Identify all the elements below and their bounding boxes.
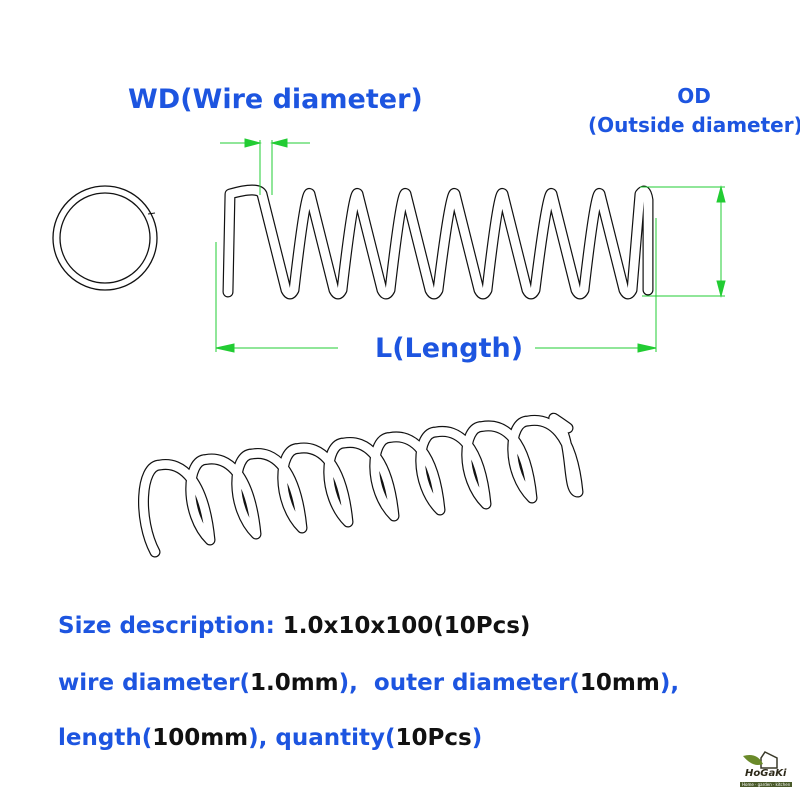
spring-perspective-view xyxy=(138,412,584,558)
quantity-close: ) xyxy=(471,725,483,751)
wire-outer-diameter-line: wire diameter(1.0mm), outer diameter(10m… xyxy=(58,670,679,696)
outer-value: 10mm xyxy=(579,670,660,696)
length-spec-label: length( xyxy=(58,725,153,751)
outer-label: outer diameter( xyxy=(357,670,580,696)
spring-end-view xyxy=(52,185,158,291)
od-long: (Outside diameter) xyxy=(588,113,800,137)
quantity-label: quantity( xyxy=(275,725,396,751)
side-spring-coil xyxy=(223,185,653,299)
outside-diameter-label: OD (Outside diameter) xyxy=(588,82,800,140)
brand-logo xyxy=(735,748,799,796)
size-description: Size description: 1.0x10x100(10Pcs) xyxy=(58,613,530,639)
dimension-lines xyxy=(215,138,726,353)
perspective-spring-coil xyxy=(139,413,583,557)
od-short: OD xyxy=(677,84,711,108)
wire-label: wire diameter( xyxy=(58,670,250,696)
brand-tagline: Home · garden · kitchen xyxy=(740,782,793,787)
length-label: L(Length) xyxy=(375,333,524,364)
house-leaf-icon xyxy=(743,751,778,769)
size-value: 1.0x10x100(10Pcs) xyxy=(274,613,531,639)
brand-name: HoGaKi xyxy=(745,768,787,779)
wire-close: ), xyxy=(338,670,358,696)
quantity-value: 10Pcs xyxy=(395,725,472,751)
length-close: ), xyxy=(248,725,276,751)
length-value: 100mm xyxy=(152,725,249,751)
wire-value: 1.0mm xyxy=(249,670,339,696)
spring-side-view xyxy=(222,184,654,300)
size-label: Size description: xyxy=(58,613,275,639)
length-quantity-line: length(100mm), quantity(10Pcs) xyxy=(58,725,482,751)
outer-close: ), xyxy=(659,670,680,696)
wire-diameter-label: WD(Wire diameter) xyxy=(128,84,423,115)
